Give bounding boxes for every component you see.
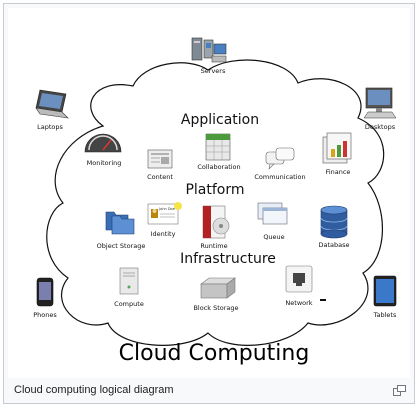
content-icon [147,149,173,169]
database-icon [320,205,348,239]
object-storage-label: Object Storage [97,242,146,250]
block-storage-label: Block Storage [193,304,238,312]
network-label: Network [285,299,312,307]
enlarge-icon[interactable] [393,385,406,396]
desktops-label: Desktops [365,123,396,131]
laptops-label: Laptops [37,123,63,131]
block-storage-icon [200,277,236,299]
application-layer-label: Application [181,112,259,128]
servers-label: Servers [201,67,226,75]
compute-label: Compute [114,300,144,308]
queue-label: Queue [263,233,284,241]
database-label: Database [318,241,349,249]
laptop-icon [35,89,69,119]
phones-label: Phones [33,311,57,319]
identity-card-icon: John Doe [147,202,182,225]
figure-frame: Servers Laptops Desktops Phones [3,3,415,404]
figure-caption: Cloud computing logical diagram [8,380,410,401]
desktop-icon [363,87,397,119]
tablets-label: Tablets [373,311,397,319]
identity-label: Identity [151,230,176,238]
collaboration-icon [205,133,231,161]
monitoring-icon [84,133,122,153]
compute-icon [119,267,139,295]
monitoring-label: Monitoring [87,159,122,167]
phone-icon [36,277,54,307]
network-icon [285,265,313,293]
content-label: Content [147,173,173,181]
diagram-canvas: Servers Laptops Desktops Phones [8,8,410,378]
queue-icon [257,202,288,225]
platform-layer-label: Platform [185,182,244,198]
folders-icon [105,211,135,235]
network-cable-mark [320,299,326,301]
collaboration-label: Collaboration [197,163,240,171]
runtime-icon [202,205,230,239]
runtime-label: Runtime [200,242,227,250]
tablet-icon [373,275,397,307]
communication-icon [265,147,295,170]
finance-label: Finance [326,168,351,176]
communication-label: Communication [254,173,305,181]
infrastructure-layer-label: Infrastructure [180,251,276,267]
servers-icon [191,37,227,63]
cloud-shape [46,59,385,346]
finance-icon [322,132,352,164]
identity-card-name: John Doe [158,207,175,211]
cloud-diagram: Servers Laptops Desktops Phones [33,37,397,366]
diagram-title: Cloud Computing [119,341,310,366]
caption-text: Cloud computing logical diagram [14,384,174,396]
